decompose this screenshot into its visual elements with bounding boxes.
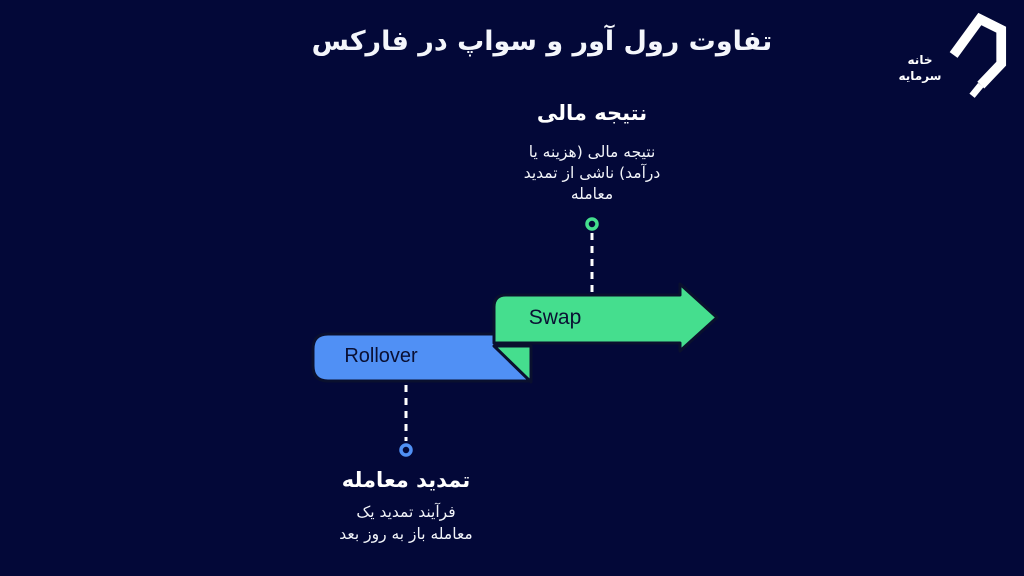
rollover-callout-description: فرآیند تمدید یک معامله باز به روز بعد <box>296 501 516 545</box>
rollover-connector-dot <box>399 443 413 457</box>
swap-callout-heading: نتیجه مالی <box>536 101 648 125</box>
rollover-desc-line2: معامله باز به روز بعد <box>339 525 473 543</box>
page-title: تفاوت رول آور و سواپ در فارکس <box>311 26 773 57</box>
brand-logo-line2: سرمایه <box>898 69 942 83</box>
rollover-ribbon-shape <box>311 332 529 383</box>
brand-logo: خانه سرمایه <box>896 10 1008 98</box>
swap-connector-dot <box>585 217 599 231</box>
brand-logo-line1: خانه <box>907 53 933 67</box>
house-logo-icon <box>949 12 1007 98</box>
swap-desc-line1: نتیجه مالی (هزینه یا <box>528 143 656 161</box>
swap-callout-description: نتیجه مالی (هزینه یا درآمد) ناشی از تمدی… <box>472 142 712 205</box>
rollover-callout-heading: تمدید معامله <box>341 468 471 492</box>
rollover-desc-line1: فرآیند تمدید یک <box>356 503 456 521</box>
swap-label: Swap <box>528 306 582 329</box>
swap-arrow-shape <box>492 282 719 353</box>
rollover-label: Rollover <box>344 345 418 367</box>
brand-logo-text: خانه سرمایه <box>896 52 944 84</box>
swap-desc-line3: معامله <box>570 185 614 203</box>
swap-desc-line2: درآمد) ناشی از تمدید <box>523 164 661 182</box>
swap-ribbon-fold <box>492 344 533 384</box>
